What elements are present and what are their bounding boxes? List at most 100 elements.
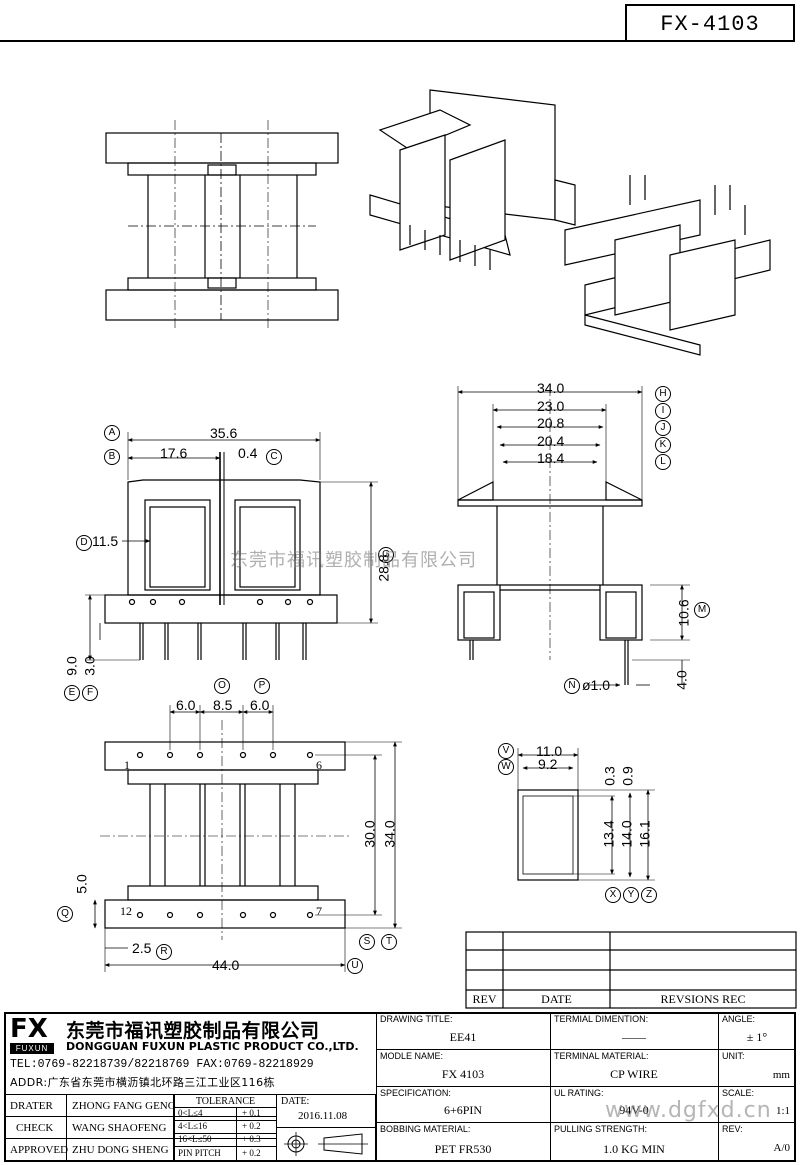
dim-K: 20.4 <box>537 433 565 449</box>
pin-6: 6 <box>316 758 322 772</box>
tolerance-title: TOLERANCE <box>195 1096 256 1107</box>
grid-vsep-2 <box>550 1012 551 1162</box>
callout-N: N <box>564 678 580 694</box>
model-name: FX 4103 <box>441 1067 485 1081</box>
dim-h2: 14.0 <box>618 820 635 848</box>
drawing-title-label: DRAWING TITLE: <box>380 1014 453 1024</box>
part-number: FX-4103 <box>660 12 760 37</box>
part-number-box: FX-4103 <box>625 4 795 42</box>
grid-hsep-2 <box>376 1086 796 1087</box>
angle-label: ANGLE: <box>722 1014 756 1024</box>
staff-name-approved: ZHU DONG SHENG <box>72 1144 169 1156</box>
third-angle-projection-icon <box>284 1132 368 1156</box>
dim-V: 11.0 <box>536 743 563 759</box>
drawing-title: EE41 <box>449 1030 477 1044</box>
callout-Y: Y <box>623 887 639 903</box>
tol-sep-3 <box>174 1133 277 1134</box>
bobbin-material-label: BOBBING MATERIAL: <box>380 1124 471 1134</box>
staff-block <box>4 1094 174 1162</box>
callout-T: T <box>381 934 397 950</box>
date-label: DATE: <box>281 1096 310 1107</box>
dim-J: 20.8 <box>537 415 565 431</box>
technical-drawing <box>85 89 797 1009</box>
callout-V: V <box>498 743 514 759</box>
callout-Z: Z <box>641 887 657 903</box>
staff-row-sep-2 <box>4 1138 277 1139</box>
callout-X: X <box>605 887 621 903</box>
url-watermark: www.dgfxd.cn <box>605 1098 772 1123</box>
callout-D: D <box>76 535 92 551</box>
callout-H: H <box>655 386 671 402</box>
dim-H: 34.0 <box>537 380 565 396</box>
title-block <box>4 1012 796 1162</box>
company-name-en: DONGGUAN FUXUN PLASTIC PRODUCT CO.,LTD. <box>66 1040 359 1053</box>
callout-A: A <box>104 425 120 441</box>
date-block <box>277 1094 376 1162</box>
pin-1: 1 <box>124 758 130 772</box>
dim-W: 9.2 <box>538 756 558 772</box>
company-watermark: 东莞市福讯塑胶制品有限公司 <box>230 550 477 571</box>
rev: A/0 <box>773 1142 791 1154</box>
dim-P: 6.0 <box>250 697 270 713</box>
callout-W: W <box>498 759 514 775</box>
rev-label: REV: <box>722 1124 743 1134</box>
callout-U: U <box>347 958 363 974</box>
logo-sub: FUXUN <box>10 1043 54 1054</box>
callout-G: G <box>378 547 394 563</box>
ul-rating-label: UL RATING: <box>554 1088 604 1098</box>
callout-Q: Q <box>57 906 73 922</box>
tol-range-3: PIN PITCH <box>178 1148 221 1158</box>
term-dim-label: TERMIAL DIMENTION: <box>554 1014 649 1024</box>
tol-sep-1 <box>174 1107 277 1108</box>
tol-range-0: 0<L≤4 <box>178 1108 203 1118</box>
company-name-cn: 东莞市福讯塑胶制品有限公司 <box>66 1020 320 1042</box>
scale-label: SCALE: <box>722 1088 755 1098</box>
staff-role-drater: DRATER <box>10 1100 53 1112</box>
grid-hsep-1 <box>376 1049 796 1050</box>
frame-top-line <box>0 40 626 42</box>
dim-A: 35.6 <box>210 425 238 441</box>
dim-L: 18.4 <box>537 450 565 466</box>
projection-symbol <box>282 1130 372 1158</box>
pull-strength: 1.0 KG MIN <box>603 1142 665 1156</box>
pull-strength-label: PULLING STRENGTH: <box>554 1124 648 1134</box>
date-value: 2016.11.08 <box>298 1110 348 1122</box>
dim-D: 11.5 <box>92 533 119 549</box>
pin-12: 12 <box>120 904 132 918</box>
tol-sep-2 <box>174 1120 277 1121</box>
pin-7: 7 <box>316 904 322 918</box>
isometric-view-2 <box>564 175 771 356</box>
dim-S: 30.0 <box>361 820 378 848</box>
grid-vsep-1 <box>376 1012 377 1162</box>
term-dim: —— <box>622 1030 646 1044</box>
dim-mid: 8.5 <box>213 697 233 713</box>
tol-val-3: + 0.2 <box>242 1148 261 1158</box>
tol-val-0: + 0.1 <box>242 1108 261 1118</box>
callout-B: B <box>104 449 120 465</box>
staff-name-check: WANG SHAOFENG <box>72 1122 167 1134</box>
staff-name-drater: ZHONG FANG GENG <box>72 1100 176 1112</box>
grid-vsep-3 <box>718 1012 719 1162</box>
rev-date-header: DATE <box>541 992 572 1006</box>
tol-val-2: + 0.3 <box>242 1134 261 1144</box>
dim-F: 3.0 <box>81 656 98 676</box>
revision-table-grid <box>465 931 797 1009</box>
callout-R: R <box>156 944 172 960</box>
dim-t1: 0.3 <box>601 766 618 786</box>
callout-F: F <box>82 685 98 701</box>
callout-S: S <box>359 934 375 950</box>
staff-role-approved: APPROVED <box>10 1144 69 1156</box>
callout-C: C <box>266 449 282 465</box>
date-sep <box>277 1127 376 1128</box>
isometric-view-1 <box>369 89 576 270</box>
callout-M: M <box>694 602 710 618</box>
grid-hsep-3 <box>376 1122 796 1123</box>
company-logo: FX FUXUN <box>10 1016 58 1056</box>
company-tel: TEL:0769-82218739/82218769 FAX:0769-8221… <box>10 1058 314 1071</box>
model-name-label: MODLE NAME: <box>380 1051 444 1061</box>
spec: 6+6PIN <box>443 1103 483 1117</box>
dim-B: 17.6 <box>160 445 188 461</box>
tol-sep-4 <box>174 1146 277 1147</box>
dim-U: 44.0 <box>212 957 240 973</box>
callout-K: K <box>655 437 671 453</box>
